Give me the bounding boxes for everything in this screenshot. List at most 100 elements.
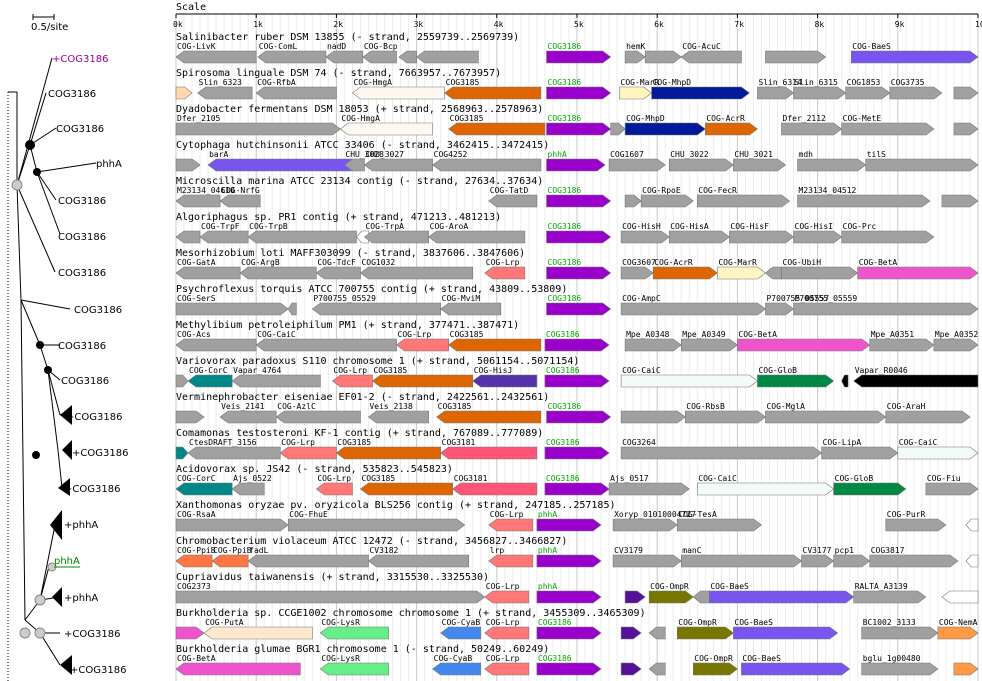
gene-arrow[interactable] <box>444 86 542 100</box>
gene-arrow[interactable] <box>692 662 738 676</box>
gene-arrow[interactable] <box>869 554 959 568</box>
gene-arrow[interactable] <box>865 158 979 172</box>
gene-arrow[interactable] <box>536 554 602 568</box>
gene-arrow[interactable] <box>648 662 666 676</box>
gene-arrow[interactable] <box>363 158 433 172</box>
tree-leaf-label[interactable]: +COG3186 <box>52 54 108 65</box>
genome-title[interactable]: Verminephrobacter eiseniae EF01-2 (- str… <box>176 392 549 403</box>
gene-arrow[interactable] <box>853 590 927 604</box>
tree-leaf-label[interactable]: COG3186 <box>58 341 106 352</box>
gene-arrow[interactable] <box>335 446 441 460</box>
gene-arrow[interactable] <box>319 626 389 640</box>
gene-arrow[interactable] <box>488 194 538 208</box>
gene-arrow[interactable] <box>684 410 766 424</box>
gene-arrow[interactable] <box>833 554 871 568</box>
gene-arrow[interactable] <box>325 50 364 64</box>
gene-arrow[interactable] <box>311 302 441 316</box>
gene-arrow[interactable] <box>620 410 686 424</box>
tree-leaf-label[interactable]: +COG3186 <box>64 484 120 495</box>
gene-arrow[interactable] <box>546 194 612 208</box>
genome-title[interactable]: Mesorhizobium loti MAFF303099 (- strand,… <box>176 248 525 259</box>
genome-title[interactable]: Xanthomonas oryzae pv. oryzicola BLS256 … <box>176 500 616 511</box>
gene-arrow[interactable] <box>797 158 867 172</box>
tree-node[interactable] <box>34 627 46 639</box>
gene-arrow[interactable] <box>544 446 610 460</box>
genome-title[interactable]: Cupriavidus taiwanensis (+ strand, 33155… <box>176 572 489 583</box>
genome-title[interactable]: Cytophaga hutchinsonii ATCC 33406 (- str… <box>176 140 549 151</box>
gene-arrow[interactable] <box>219 194 261 208</box>
gene-arrow[interactable] <box>793 302 979 316</box>
gene-arrow[interactable] <box>546 410 612 424</box>
gene-arrow[interactable] <box>398 50 417 64</box>
gene-arrow[interactable] <box>440 626 482 640</box>
tree-leaf-label[interactable]: COG3186 <box>74 305 122 316</box>
gene-arrow[interactable] <box>315 266 361 280</box>
gene-arrow[interactable] <box>612 518 678 532</box>
gene-arrow[interactable] <box>696 194 791 208</box>
tree-leaf-label[interactable]: +COG3186 <box>66 412 122 423</box>
gene-arrow[interactable] <box>648 626 666 640</box>
gene-arrow[interactable] <box>484 266 526 280</box>
gene-arrow[interactable] <box>624 338 682 352</box>
gene-arrow[interactable] <box>620 230 670 244</box>
gene-arrow[interactable] <box>853 374 979 388</box>
gene-arrow[interactable] <box>175 446 189 460</box>
tree-node[interactable] <box>11 179 23 191</box>
gene-arrow[interactable] <box>692 590 710 604</box>
gene-arrow[interactable] <box>889 86 943 100</box>
gene-arrow[interactable] <box>869 338 935 352</box>
genome-title[interactable]: Salinibacter ruber DSM 13855 (- strand, … <box>176 32 519 43</box>
gene-arrow[interactable] <box>472 374 538 388</box>
gene-arrow[interactable] <box>676 626 734 640</box>
gene-arrow[interactable] <box>484 626 530 640</box>
gene-arrow[interactable] <box>207 158 353 172</box>
gene-arrow[interactable] <box>175 50 257 64</box>
gene-arrow[interactable] <box>536 590 602 604</box>
gene-arrow[interactable] <box>452 482 538 496</box>
gene-arrow[interactable] <box>448 338 542 352</box>
genome-title[interactable]: Acidovorax sp. JS42 (- strand, 535823..5… <box>176 464 453 475</box>
gene-arrow[interactable] <box>612 554 682 568</box>
gene-arrow[interactable] <box>624 50 646 64</box>
genome-title[interactable]: Spirosoma linguale DSM 74 (- strand, 766… <box>176 68 501 79</box>
gene-arrow[interactable] <box>432 158 542 172</box>
gene-arrow[interactable] <box>175 230 201 244</box>
gene-arrow[interactable] <box>247 554 369 568</box>
gene-arrow[interactable] <box>257 50 327 64</box>
genome-title[interactable]: Methylibium petroleiphilum PM1 (+ strand… <box>176 320 519 331</box>
gene-arrow[interactable] <box>199 230 249 244</box>
gene-arrow[interactable] <box>953 662 979 676</box>
gene-arrow[interactable] <box>432 662 482 676</box>
gene-arrow[interactable] <box>841 374 849 388</box>
gene-arrow[interactable] <box>371 374 474 388</box>
gene-arrow[interactable] <box>197 86 253 100</box>
genome-title[interactable]: Chromobacterium violaceum ATCC 12472 (- … <box>176 536 567 547</box>
tree-leaf-label[interactable]: phhA <box>96 159 122 170</box>
gene-arrow[interactable] <box>644 50 682 64</box>
tree-leaf-label[interactable]: COG3186 <box>58 232 106 243</box>
gene-arrow[interactable] <box>965 554 979 568</box>
gene-arrow[interactable] <box>676 518 762 532</box>
gene-arrow[interactable] <box>953 86 979 100</box>
gene-arrow[interactable] <box>546 122 612 136</box>
tree-leaf-label[interactable]: +COG3186 <box>70 665 126 676</box>
gene-arrow[interactable] <box>175 374 189 388</box>
gene-arrow[interactable] <box>247 230 357 244</box>
genome-title[interactable]: Psychroflexus torquis ATCC 700755 contig… <box>176 284 567 295</box>
tree-node[interactable] <box>32 451 40 459</box>
gene-arrow[interactable] <box>187 374 233 388</box>
gene-arrow[interactable] <box>175 158 201 172</box>
gene-arrow[interactable] <box>396 338 449 352</box>
gene-arrow[interactable] <box>239 266 317 280</box>
gene-arrow[interactable] <box>624 122 706 136</box>
gene-arrow[interactable] <box>175 266 241 280</box>
gene-arrow[interactable] <box>781 266 859 280</box>
gene-arrow[interactable] <box>845 86 891 100</box>
tree-leaf-label[interactable]: phhA <box>54 556 80 567</box>
gene-arrow[interactable] <box>359 482 453 496</box>
tree-leaf-label[interactable]: +COG3186 <box>64 629 120 640</box>
gene-arrow[interactable] <box>620 626 642 640</box>
gene-arrow[interactable] <box>737 338 871 352</box>
gene-arrow[interactable] <box>861 626 939 640</box>
gene-arrow[interactable] <box>937 626 979 640</box>
